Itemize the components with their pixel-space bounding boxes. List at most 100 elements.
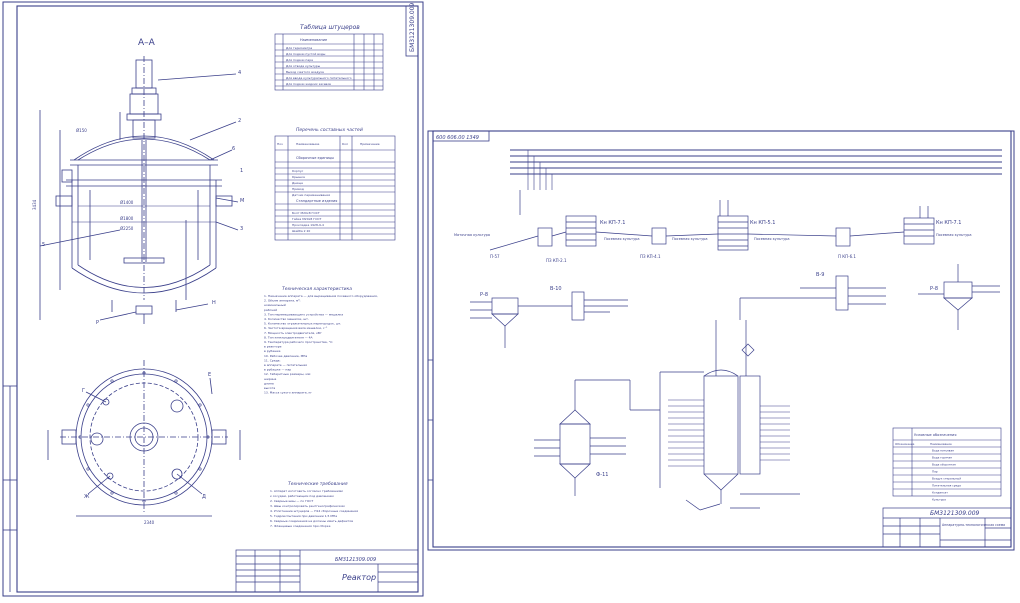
tech-line: в рубашке xyxy=(264,349,281,353)
tech-line: рабочий xyxy=(264,308,277,312)
parts-col: Кол xyxy=(342,142,348,146)
left-title: Реактор xyxy=(342,573,376,582)
equip-label: Ф-11 xyxy=(596,472,608,478)
reactor-plan-view xyxy=(47,360,241,517)
dim-outer: Ø2250 xyxy=(120,226,134,231)
callout: 2 xyxy=(238,118,241,124)
note-line: 2. Сварные швы — по ГОСТ xyxy=(270,499,313,503)
left-ref: П-57 xyxy=(490,254,500,259)
equip-label: В-9 xyxy=(816,272,824,278)
parts-table-title: Перечень составных частей xyxy=(296,127,363,133)
callout: Е xyxy=(208,372,211,378)
parts-row: Болт М20х8 ГОСТ xyxy=(292,211,320,215)
legend-row: Вода оборотная xyxy=(932,463,956,467)
stage-label: Посевная культура xyxy=(936,233,972,237)
parts-row: Корпус xyxy=(292,169,304,173)
notes-title: Технические требования xyxy=(288,481,348,487)
equip-label: Р-8 xyxy=(930,286,938,292)
header-pipes xyxy=(510,149,1002,175)
tech-line: 11. Среда: xyxy=(264,358,281,362)
tech-line: 8. Тип электродвигателя — 4А xyxy=(264,335,314,339)
legend-row: Питательная среда xyxy=(932,484,961,488)
tech-line: 12. Габаритные размеры, мм: xyxy=(264,372,311,376)
tech-line: высота xyxy=(264,386,275,390)
nozzle-table xyxy=(274,33,384,91)
equip-label: ПЗ КП-4.1 xyxy=(640,254,661,259)
right-title-block xyxy=(882,507,1012,548)
callout: 5 xyxy=(42,242,45,248)
tech-line: 1. Назначение аппарата — для выращивания… xyxy=(264,294,378,298)
nozzle-row: Для подачи жидких засевов xyxy=(286,82,331,86)
parts-row: Гайка М20х8 ГОСТ xyxy=(292,217,322,221)
legend-row: Воздух стерильный xyxy=(932,477,961,481)
right-texts: 600 606.00 1349 П-57 Маточная культура П… xyxy=(436,135,1005,527)
seed-stage-vessels xyxy=(489,190,935,251)
nozzle-col-name: Наименование xyxy=(300,38,327,42)
legend-col: Обозначение xyxy=(895,442,915,446)
tech-line: 6. Частота вращения вала мешалки, с⁻¹ xyxy=(264,326,328,330)
parts-col: Поз xyxy=(277,142,283,146)
legend-row: Вода питьевая xyxy=(932,449,954,453)
dim-inner: Ø1400 xyxy=(120,200,134,205)
equip-label: П КП-6.1 xyxy=(838,254,856,259)
stage-label: Посевная культура xyxy=(754,237,790,241)
parts-row: Датчик перемешивания xyxy=(292,193,330,197)
stage-label: Посевная культура xyxy=(604,237,640,241)
reactor-section-view xyxy=(39,56,239,324)
callout: Д xyxy=(202,494,206,500)
callout: 6 xyxy=(232,146,235,152)
callout: Ж xyxy=(84,494,90,500)
legend-row: Культура xyxy=(932,498,946,502)
tech-line: 2. Объем аппарата, м³: xyxy=(264,299,301,303)
legend-col: Наименование xyxy=(930,442,952,446)
parts-row: Прокладка 1928-9-4 xyxy=(292,223,324,227)
dim-height: 3434 xyxy=(32,199,37,210)
tech-characteristics: 1. Назначение аппарата — для выращивания… xyxy=(264,294,378,395)
tech-line: 5. Количество отражательных перегородок,… xyxy=(264,322,341,326)
note-line: 7. Фланцевые соединения при сборке xyxy=(270,524,331,528)
nozzle-row: Для подачи пустой воды xyxy=(286,52,326,56)
equip-label: В-10 xyxy=(550,286,562,292)
parts-table xyxy=(274,135,396,241)
note-line: 6. Сварные соединения не должны иметь де… xyxy=(270,519,353,523)
equip-label: Кн КП-5.1 xyxy=(750,220,775,226)
parts-col: Примечание xyxy=(360,142,380,146)
parts-col: Наименование xyxy=(296,142,319,146)
nozzle-row: Для подачи пара xyxy=(286,58,313,62)
tech-line: 4. Количество мешалок, шт. xyxy=(264,317,309,321)
nozzle-table-title: Таблица штуцеров xyxy=(300,24,360,31)
note-line: 3. Швы контролировать рентгенографически… xyxy=(270,504,345,508)
nozzle-row: Для отвода культуры xyxy=(286,64,321,68)
nozzle-row: Для ввода культурального питательного xyxy=(286,76,352,80)
dim-width: 2340 xyxy=(144,520,155,525)
equip-label: Р-8 xyxy=(480,292,488,298)
tech-line: 7. Мощность электродвигателя, кВт xyxy=(264,331,322,335)
fermentation-area xyxy=(659,297,836,511)
stage-label: Посевная культура xyxy=(672,237,708,241)
right-name: Аппаратурно-технологическая схема xyxy=(942,523,1005,527)
parts-row: Крышка xyxy=(292,175,305,179)
note-line: 5. Гидроиспытания при давлении 1,5 МПа xyxy=(270,514,337,518)
callout: Р xyxy=(96,320,99,326)
equip-label: Кн КП-7.1 xyxy=(936,220,961,226)
right-code: БМ3121309.009 xyxy=(930,510,980,517)
parts-row: Привод xyxy=(292,187,304,191)
tech-line: 10. Рабочее давление, МПа xyxy=(264,354,307,358)
legend-title: Условные обозначения xyxy=(914,433,956,437)
legend-row: Вода горячая xyxy=(932,456,952,460)
parts-row: Шайба 2 20 xyxy=(292,229,310,233)
nozzle-row: Выход сжатого воздуха xyxy=(286,70,324,74)
callout: Г xyxy=(82,388,85,394)
right-sheet xyxy=(427,130,1015,551)
right-stamp: 600 606.00 1349 xyxy=(436,135,479,141)
technical-requirements: 1. Аппарат изготовить согласно требовани… xyxy=(270,489,358,528)
section-label: A–A xyxy=(138,38,156,48)
left-sheet xyxy=(2,1,424,597)
tech-line: в аппарате — питательная xyxy=(264,363,307,367)
callout: 1 xyxy=(240,168,243,174)
left-code: БМ3121309.009 xyxy=(335,557,376,563)
tech-line: 9. Температура рабочего пространства, °С… xyxy=(264,340,333,344)
equip-label: ПЗ КП-2.1 xyxy=(546,258,567,263)
